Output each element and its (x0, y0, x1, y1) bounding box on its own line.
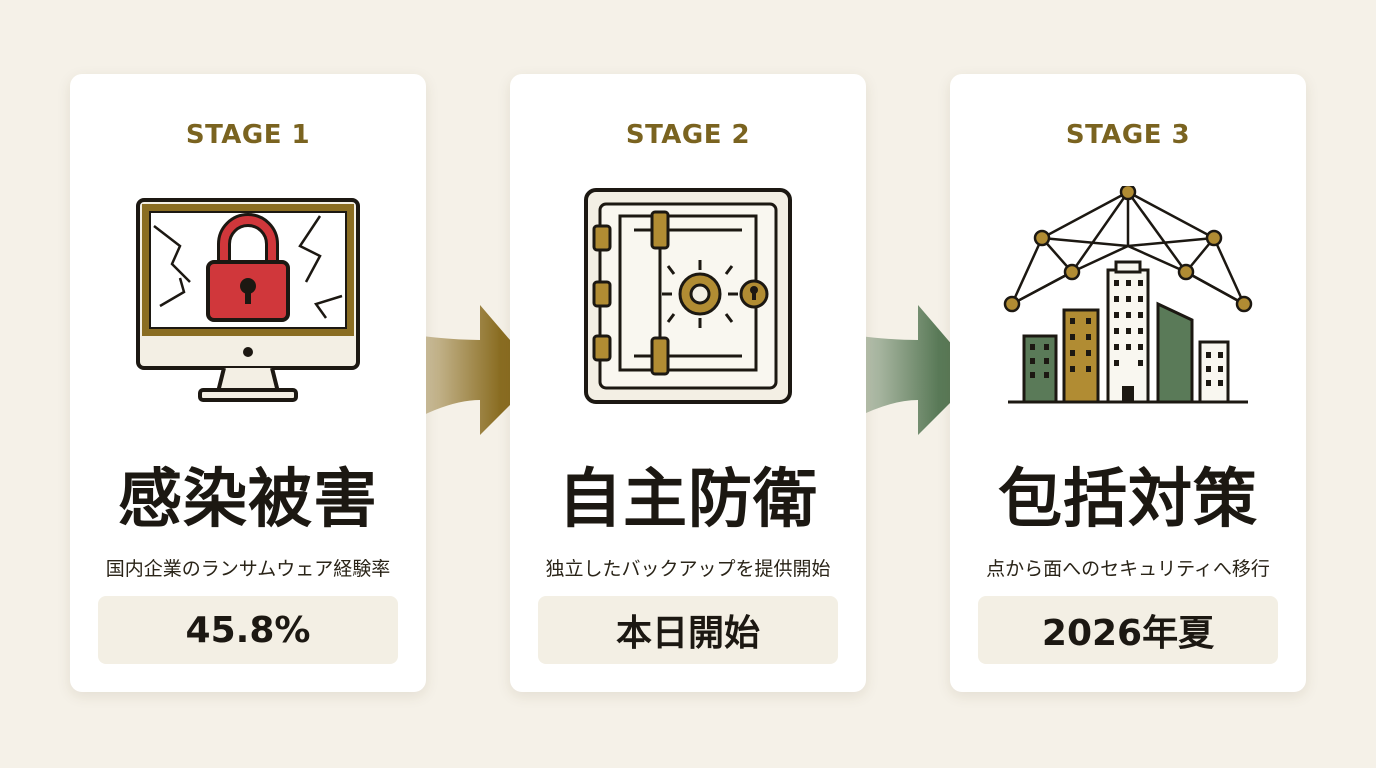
stage-value-box: 45.8% (98, 596, 398, 664)
stage-value: 2026年夏 (1041, 613, 1215, 654)
stage-value: 45.8% (185, 609, 311, 651)
stage-card-2: STAGE 2 自主防衛 独立したバックアップを提供開始 本日開始 (510, 74, 866, 692)
locked-monitor-icon (136, 198, 360, 402)
network-city-icon (1003, 186, 1253, 404)
stage-card-1: STAGE 1 感染被害 国内企業のランサムウェア経験率 45.8% (70, 74, 426, 692)
stage-title: 包括対策 (998, 462, 1258, 537)
stage-title: 感染被害 (118, 462, 378, 537)
vault-icon (584, 188, 792, 404)
stage-label: STAGE 2 (625, 120, 751, 150)
stage-value-box: 本日開始 (538, 596, 838, 664)
stage-label: STAGE 1 (185, 120, 311, 150)
stage-title: 自主防衛 (558, 462, 818, 537)
stage-value: 本日開始 (615, 613, 760, 654)
stage-label: STAGE 3 (1065, 120, 1191, 150)
stage-description: 点から面へのセキュリティへ移行 (986, 558, 1270, 580)
stage-value-box: 2026年夏 (978, 596, 1278, 664)
stage-description: 独立したバックアップを提供開始 (545, 558, 831, 580)
stage-card-3: STAGE 3 (950, 74, 1306, 692)
stage-description: 国内企業のランサムウェア経験率 (105, 558, 391, 580)
